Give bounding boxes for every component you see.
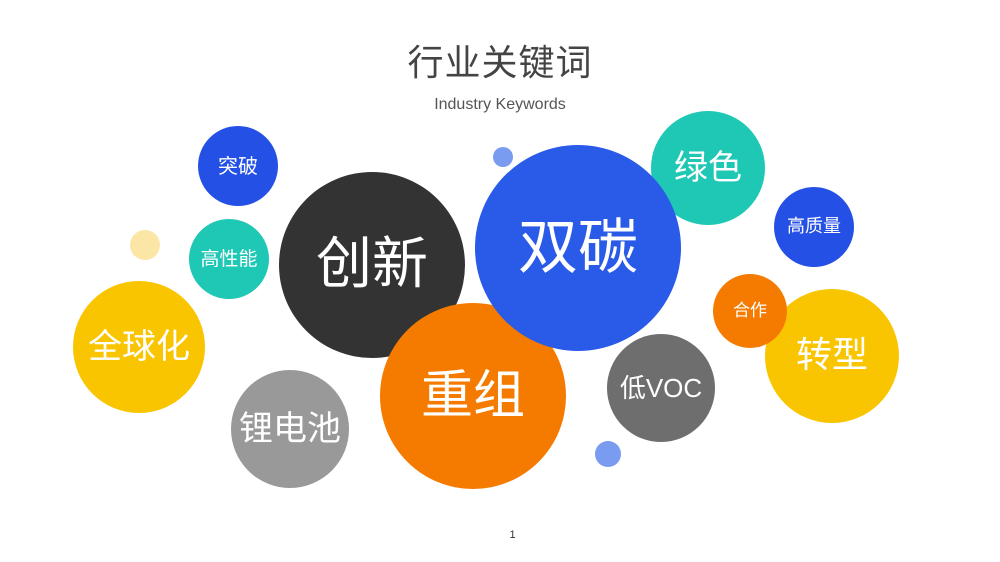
keyword-bubble-divoc: 低VOC	[607, 334, 715, 442]
keyword-label-zhuanxing: 转型	[795, 335, 868, 376]
keyword-bubble-gaoxingneng: 高性能	[189, 219, 269, 299]
keyword-bubble-gaozhiliang: 高质量	[774, 187, 854, 267]
keyword-label-chuangxin: 创新	[316, 232, 428, 297]
keyword-label-tupo: 突破	[218, 154, 258, 178]
keyword-label-gaozhiliang: 高质量	[787, 216, 841, 237]
keyword-bubble-lidianchi: 锂电池	[231, 370, 349, 488]
keyword-bubble-tupo: 突破	[198, 126, 278, 206]
keyword-label-gaoxingneng: 高性能	[200, 247, 258, 270]
keyword-label-shuangtan: 双碳	[518, 213, 638, 283]
blue-dot-bottom	[595, 441, 621, 467]
keyword-label-zhongzu: 重组	[420, 366, 525, 426]
keyword-label-quanqiuhua: 全球化	[88, 327, 190, 367]
keyword-bubble-shuangtan: 双碳	[475, 145, 681, 351]
keyword-label-lvse: 绿色	[674, 148, 742, 188]
slide-title: 行业关键词	[407, 43, 593, 84]
blue-dot-top	[493, 147, 513, 167]
keyword-bubble-quanqiuhua: 全球化	[73, 281, 205, 413]
keyword-bubble-zhongzu: 重组	[380, 303, 566, 489]
slide-subtitle: Industry Keywords	[434, 96, 566, 113]
keyword-label-hezuo: 合作	[733, 300, 767, 321]
keyword-label-divoc: 低VOC	[619, 373, 703, 403]
keyword-bubble-zhuanxing: 转型	[765, 289, 899, 423]
keyword-bubble-hezuo: 合作	[713, 274, 787, 348]
page-number: 1	[509, 529, 516, 541]
yellow-dot-left	[130, 230, 160, 260]
keyword-label-lidianchi: 锂电池	[239, 409, 341, 449]
